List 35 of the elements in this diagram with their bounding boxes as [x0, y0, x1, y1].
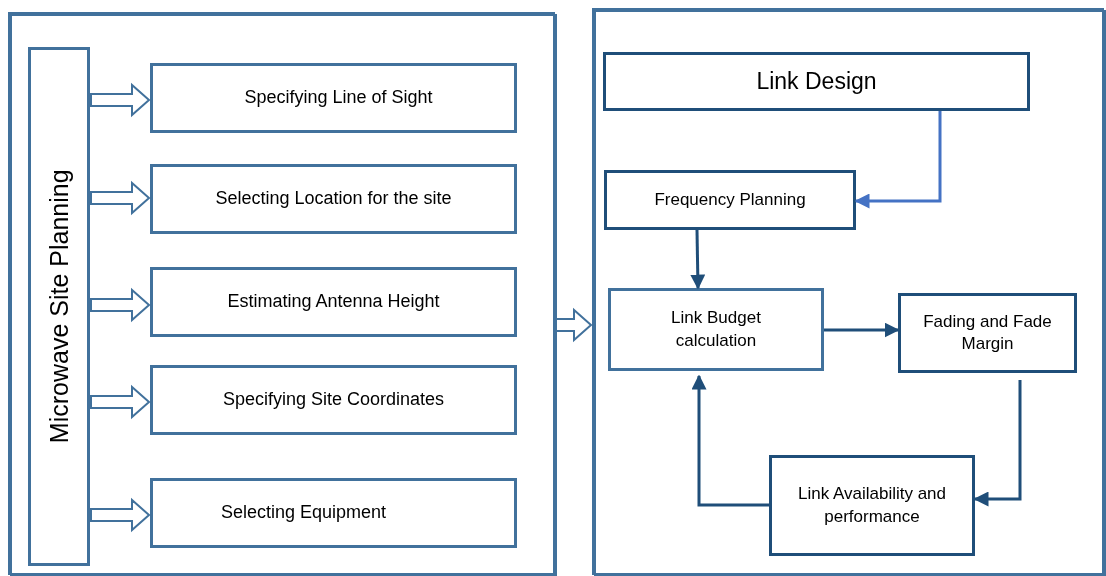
process-box [150, 63, 517, 133]
arrow [691, 374, 769, 507]
box-label: Link Design [756, 66, 877, 96]
arrow [690, 229, 706, 290]
arrow [854, 111, 942, 209]
block-arrow [90, 180, 151, 216]
box-label: Fading and Fade Margin [922, 310, 1053, 355]
block-arrow [90, 287, 151, 323]
block-arrow [90, 497, 151, 533]
process-box [150, 164, 517, 234]
process-box [769, 455, 975, 556]
block-arrow [90, 82, 151, 118]
box-label: Link Budget calculation [670, 307, 762, 352]
block-arrow [90, 384, 151, 420]
box-label: Specifying Line of Sight [244, 86, 433, 110]
vertical-process-box [28, 47, 90, 566]
arrow [824, 322, 900, 338]
block-arrow [555, 307, 593, 343]
box-label: Microwave Site Planning [43, 169, 74, 444]
process-box [150, 478, 517, 548]
header-box [603, 52, 1030, 111]
box-label: Selecting Equipment [220, 501, 387, 525]
box-label: Selecting Location for the site [215, 187, 452, 211]
panel-frame [8, 12, 555, 575]
box-label: Estimating Antenna Height [227, 290, 440, 314]
box-label: Specifying Site Coordinates [222, 388, 445, 412]
box-label: Frequency Planning [654, 188, 806, 211]
process-box [604, 170, 856, 230]
process-box [608, 288, 824, 371]
box-label: Link Availability and performance [796, 483, 948, 528]
panel-frame [592, 8, 1104, 575]
process-box [150, 365, 517, 435]
arrow [973, 380, 1022, 507]
process-box [898, 293, 1077, 373]
process-box [150, 267, 517, 337]
